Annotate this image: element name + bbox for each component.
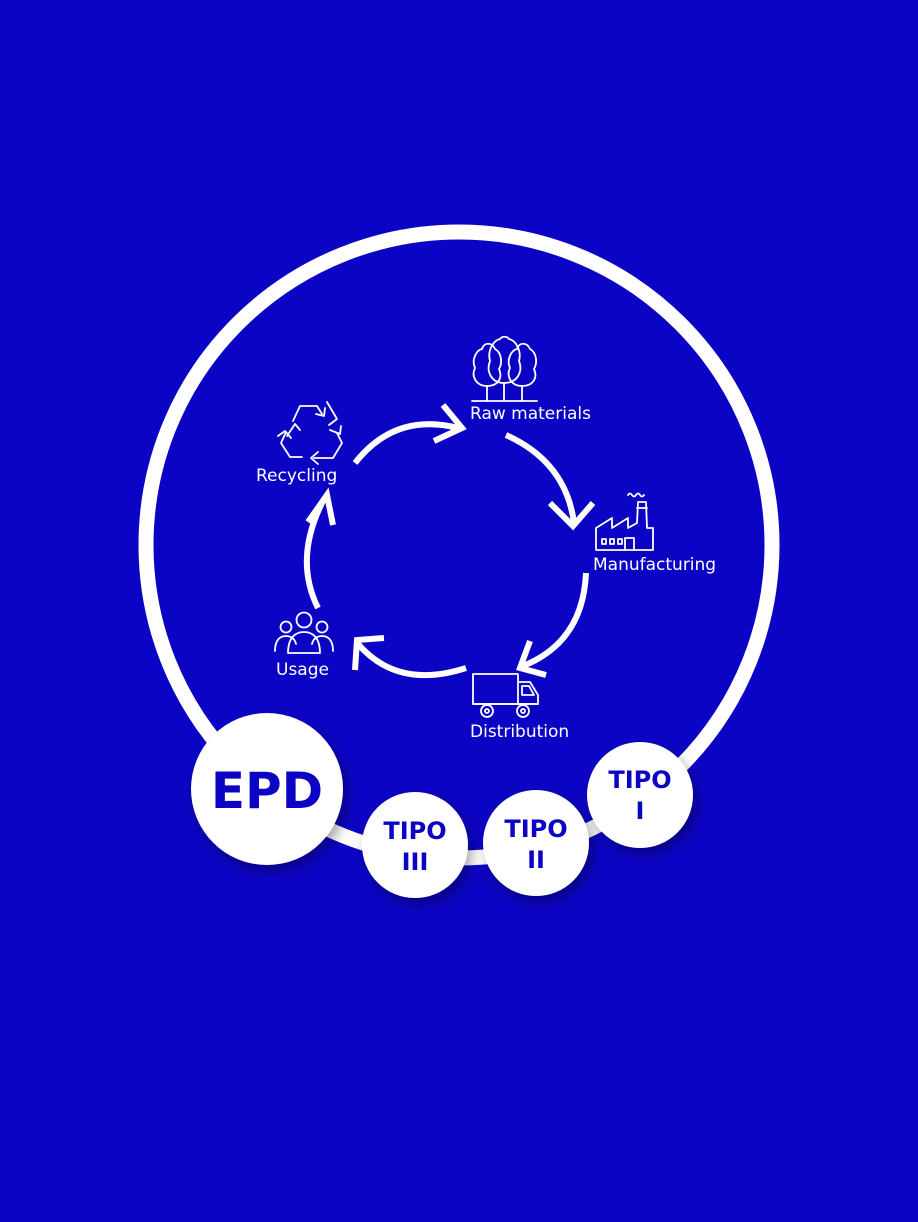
arrowhead-raw [432,403,467,444]
arrow-recycling-to-raw [352,421,459,465]
arrow-raw-to-manufacturing [504,432,577,524]
arrow-manufacturing-to-distribution [521,572,589,669]
badge-epd: EPD [191,713,343,865]
svg-text:I: I [636,797,645,825]
svg-text:TIPO: TIPO [504,815,567,843]
stage-label-distribution: Distribution [470,722,569,742]
badge-tipo-ii: TIPO II [483,790,589,896]
arrowhead-recycling [305,487,336,526]
arrowhead-usage [352,635,385,671]
trees-icon [471,335,538,402]
arrow-distribution-to-usage [355,642,467,679]
svg-text:III: III [402,848,429,876]
people-icon [274,611,334,654]
recycle-icon [277,401,343,465]
svg-text:II: II [527,846,545,874]
arrowhead-distribution [516,639,547,678]
factory-icon [595,492,654,551]
stage-label-manufacturing: Manufacturing [593,555,716,575]
stage-label-raw-materials: Raw materials [470,404,591,424]
stage-label-usage: Usage [276,660,329,680]
svg-text:TIPO: TIPO [383,817,446,845]
arrowhead-manufacturing [547,500,596,531]
cycle-arrows [303,403,596,679]
svg-text:TIPO: TIPO [608,766,671,794]
svg-text:EPD: EPD [211,762,323,820]
badge-tipo-iii: TIPO III [362,792,468,898]
truck-icon [472,673,539,718]
stage-label-recycling: Recycling [256,466,337,486]
badge-tipo-i: TIPO I [587,742,693,848]
